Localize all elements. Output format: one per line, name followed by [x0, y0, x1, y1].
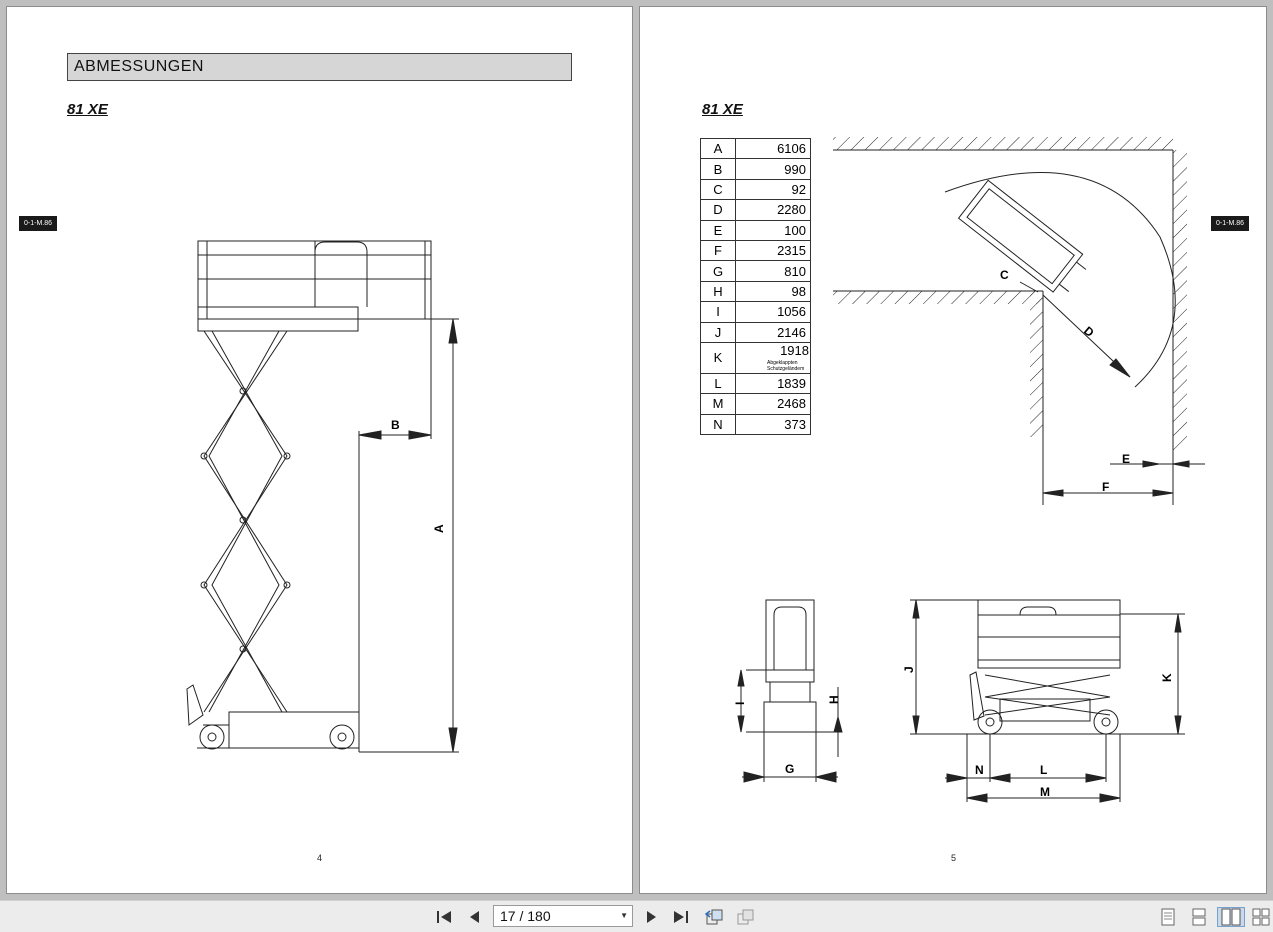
pdf-viewer-toolbar: 17 / 180 ▼ — [0, 900, 1273, 932]
facing-pages-icon — [1221, 908, 1241, 926]
dimension-value: 1918 — [780, 342, 809, 358]
dimension-key: N — [700, 413, 736, 436]
continuous-facing-icon — [1252, 908, 1270, 926]
dimension-value: 2315 — [777, 243, 806, 259]
dimension-value: 100 — [784, 222, 806, 238]
label-f: F — [1102, 480, 1109, 494]
wheel — [1093, 709, 1119, 735]
continuous-page-icon — [1192, 908, 1206, 926]
dimension-value-cell: 2280 — [735, 199, 811, 221]
dimension-value: 92 — [791, 181, 806, 197]
page-number-input[interactable]: 17 / 180 ▼ — [493, 905, 633, 927]
dimension-value: 6106 — [777, 141, 806, 157]
dimension-key: K — [700, 341, 736, 374]
wheel — [199, 724, 225, 750]
dimension-value: 98 — [791, 283, 806, 299]
front-view-drawing — [737, 599, 843, 783]
label-e: E — [1122, 452, 1130, 466]
dimension-value: 2468 — [777, 396, 806, 412]
dimension-value-cell: 373 — [735, 413, 811, 436]
dimension-value-cell: 2315 — [735, 239, 811, 262]
dimension-note: Abgeklappten Schutzgeländem — [767, 360, 805, 373]
next-page-button[interactable] — [641, 907, 661, 927]
previous-page-button[interactable] — [464, 907, 484, 927]
view-facing-button[interactable] — [1217, 907, 1245, 927]
label-g: G — [785, 762, 794, 776]
section-title: ABMESSUNGEN — [67, 53, 572, 81]
side-tag: 0-1-M.86 — [1211, 216, 1250, 231]
machine-top-view — [957, 179, 1084, 293]
label-k: K — [1160, 673, 1174, 682]
dimension-value: 810 — [784, 263, 806, 279]
view-continuous-facing-button[interactable] — [1252, 907, 1272, 927]
single-page-icon — [1161, 908, 1175, 926]
model-heading: 81 XE — [702, 101, 743, 118]
label-j: J — [902, 666, 916, 673]
dimension-value: 1839 — [777, 376, 806, 392]
document-page-left: ABMESSUNGEN 81 XE 0-1-M.86 — [6, 6, 633, 894]
first-page-icon — [437, 911, 451, 923]
side-view-drawing: B A — [186, 240, 459, 753]
label-i: I — [733, 702, 747, 705]
dimension-value-cell: 6106 — [735, 137, 811, 160]
label-d: D — [1081, 324, 1097, 341]
dimension-value: 373 — [784, 416, 806, 432]
label-a: A — [432, 524, 446, 533]
page-indicator-text: 17 / 180 — [500, 908, 551, 924]
go-forward-button[interactable] — [735, 907, 755, 927]
label-h: H — [827, 695, 841, 704]
label-b: B — [391, 418, 400, 432]
label-m: M — [1040, 785, 1050, 799]
turning-radius-diagram — [833, 137, 1205, 505]
wheel — [977, 709, 1003, 735]
dropdown-arrow-icon: ▼ — [620, 911, 628, 920]
label-l: L — [1040, 763, 1047, 777]
first-page-button[interactable] — [434, 907, 454, 927]
dimension-value: 990 — [784, 161, 806, 177]
side-tag: 0-1-M.86 — [19, 216, 58, 231]
dimension-row: N 373 — [700, 413, 811, 436]
dimension-value-cell: 2146 — [735, 321, 811, 343]
page-number: 4 — [317, 853, 323, 863]
dimension-value-cell: 92 — [735, 178, 811, 201]
next-page-icon — [647, 911, 656, 923]
go-back-button[interactable] — [704, 907, 724, 927]
go-back-icon — [704, 909, 723, 925]
dimension-value: 2146 — [777, 324, 806, 340]
chassis — [228, 711, 360, 749]
view-continuous-button[interactable] — [1189, 907, 1209, 927]
go-forward-icon — [737, 909, 754, 925]
label-n: N — [975, 763, 984, 777]
last-page-icon — [674, 911, 688, 923]
wheel — [329, 724, 355, 750]
dimension-value: 2280 — [777, 202, 806, 218]
stowed-side-view-drawing — [910, 599, 1185, 803]
label-c: C — [1000, 268, 1009, 282]
model-heading: 81 XE — [67, 101, 108, 118]
view-single-page-button[interactable] — [1158, 907, 1178, 927]
dimension-value: 1056 — [777, 304, 806, 320]
page-number: 5 — [951, 853, 957, 863]
dimension-value-cell: 100 — [735, 219, 811, 241]
previous-page-icon — [470, 911, 479, 923]
technical-drawings: C D E F G H I — [733, 137, 1205, 803]
last-page-button[interactable] — [671, 907, 691, 927]
